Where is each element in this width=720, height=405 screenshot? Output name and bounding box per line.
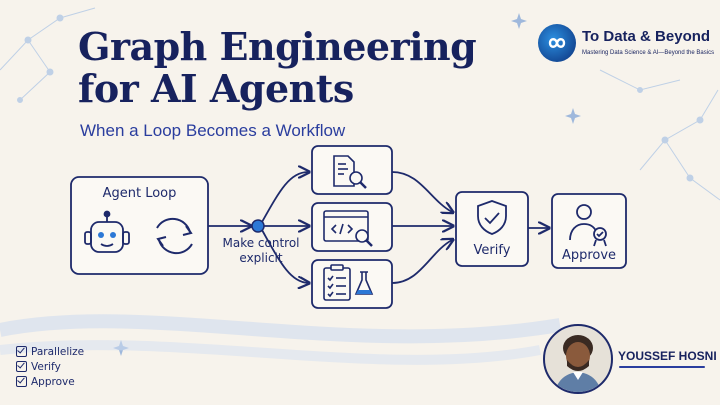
loop-arrows-icon (156, 217, 193, 255)
branch-box-code (311, 202, 393, 252)
checkbox-checked-icon (16, 346, 27, 357)
checklist-item-label: Parallelize (31, 345, 85, 358)
checklist-item: Parallelize (16, 344, 84, 359)
checkbox-checked-icon (16, 361, 27, 372)
checklist: Parallelize Verify Approve (16, 344, 84, 389)
author-avatar (543, 324, 613, 394)
edge-label: Make control explicit (216, 236, 306, 266)
page-title: Graph Engineering for AI Agents (78, 26, 498, 110)
author-underline (619, 366, 705, 368)
user-badge-icon (569, 204, 607, 247)
brand-name: To Data & Beyond (582, 28, 711, 45)
edge-label-line-2: explicit (239, 251, 283, 265)
code-search-icon (323, 210, 373, 247)
infinity-icon (538, 24, 576, 62)
title-line-1: Graph Engineering (78, 24, 477, 69)
document-search-icon (333, 155, 367, 189)
approve-box (551, 193, 627, 269)
author-name: YOUSSEF HOSNI (618, 349, 717, 363)
branch-box-test (311, 259, 393, 309)
brand-tagline: Mastering Data Science & AI—Beyond the B… (582, 50, 715, 56)
checkbox-checked-icon (16, 376, 27, 387)
branch-box-research (311, 145, 393, 195)
checklist-item-label: Verify (31, 360, 61, 373)
agent-loop-label: Agent Loop (102, 186, 177, 201)
checklist-item: Approve (16, 374, 84, 389)
checklist-item-label: Approve (31, 375, 75, 388)
title-line-2: for AI Agents (78, 66, 354, 111)
page-subtitle: When a Loop Becomes a Workflow (80, 121, 346, 140)
verify-label: Verify (473, 243, 511, 258)
edge-label-line-1: Make control (222, 236, 300, 250)
brand-block[interactable]: To Data & Beyond Mastering Data Science … (538, 22, 714, 68)
checklist-item: Verify (16, 359, 84, 374)
checklist-flask-icon (323, 264, 374, 301)
approve-label: Approve (561, 248, 617, 263)
robot-icon (84, 210, 130, 253)
shield-check-icon (477, 200, 507, 235)
verify-box (455, 191, 529, 267)
